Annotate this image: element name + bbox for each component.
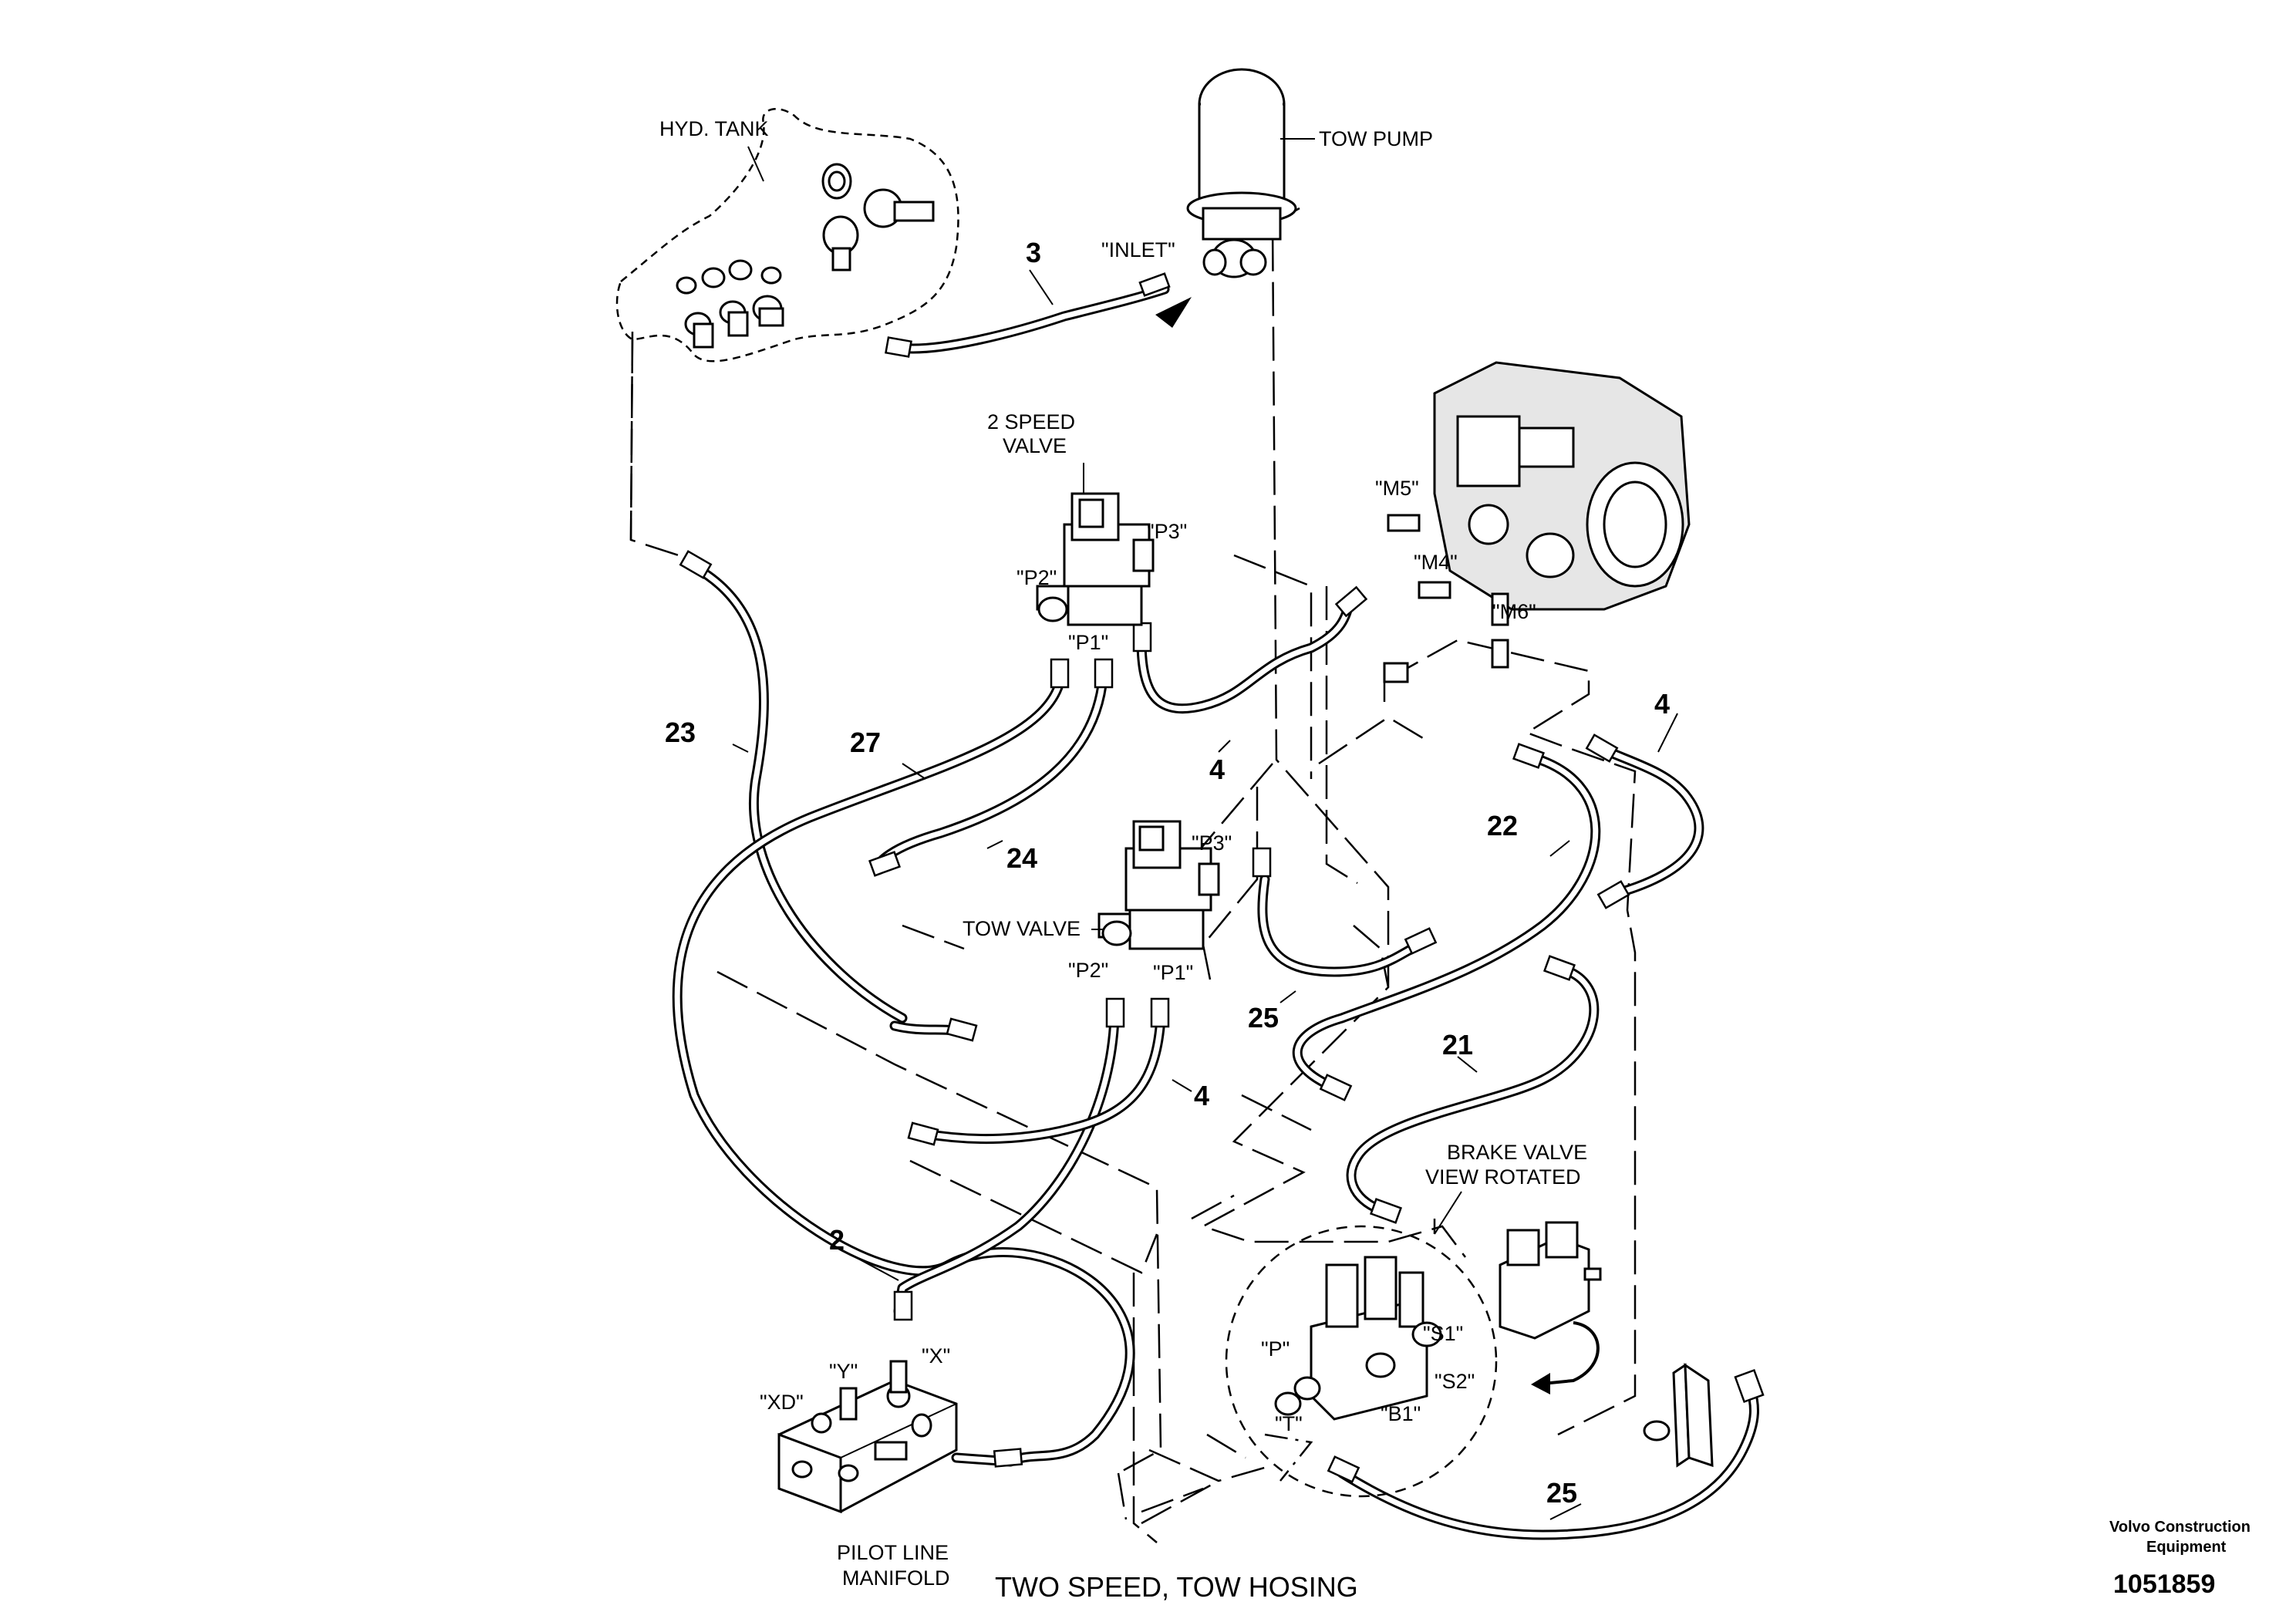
company-line-2: Equipment bbox=[2146, 1539, 2227, 1556]
hose-4-upper bbox=[1136, 596, 1355, 714]
callout-2: 2 bbox=[829, 1224, 845, 1256]
label-pilot-1: PILOT LINE bbox=[837, 1541, 949, 1564]
label-p1-tow: "P1" bbox=[1153, 961, 1193, 984]
label-hyd-tank: HYD. TANK bbox=[659, 117, 769, 140]
callout-25-mid: 25 bbox=[1248, 1002, 1279, 1034]
callout-4-mid: 4 bbox=[1194, 1080, 1209, 1111]
bracket bbox=[1643, 1363, 1714, 1468]
text-labels: HYD. TANK TOW PUMP "INLET" 2 SPEED VALVE… bbox=[659, 117, 2250, 1603]
brake-valve-rotated bbox=[1499, 1221, 1602, 1394]
callout-25-bottom: 25 bbox=[1546, 1477, 1577, 1509]
callout-24: 24 bbox=[1006, 842, 1037, 874]
label-m5: "M5" bbox=[1375, 477, 1419, 500]
drive-motor bbox=[1383, 361, 1691, 683]
callout-21: 21 bbox=[1442, 1029, 1473, 1061]
fittings bbox=[679, 272, 1765, 1483]
label-brake-valve-2: VIEW ROTATED bbox=[1425, 1165, 1581, 1189]
callout-27: 27 bbox=[850, 727, 881, 758]
label-p2-tow: "P2" bbox=[1068, 959, 1108, 982]
label-tow-valve: TOW VALVE bbox=[963, 917, 1081, 940]
label-pilot-2: MANIFOLD bbox=[842, 1566, 950, 1590]
label-p3-tow: "P3" bbox=[1192, 831, 1232, 855]
company-line-1: Volvo Construction bbox=[2109, 1519, 2250, 1536]
label-x: "X" bbox=[922, 1344, 950, 1367]
label-p-brake: "P" bbox=[1261, 1337, 1290, 1361]
label-inlet: "INLET" bbox=[1101, 238, 1175, 261]
callout-3: 3 bbox=[1026, 237, 1041, 268]
label-p1-top: "P1" bbox=[1068, 631, 1108, 654]
hoses bbox=[672, 284, 1759, 1540]
callout-4-upper: 4 bbox=[1209, 754, 1225, 785]
label-2speed-1: 2 SPEED bbox=[987, 410, 1075, 433]
label-t-brake: "T" bbox=[1275, 1412, 1303, 1435]
label-b1: "B1" bbox=[1381, 1402, 1421, 1425]
diagram-caption: TWO SPEED, TOW HOSING bbox=[995, 1571, 1358, 1603]
label-p3-top: "P3" bbox=[1147, 520, 1187, 543]
label-s1: "S1" bbox=[1423, 1322, 1463, 1345]
tow-pump bbox=[1155, 68, 1297, 328]
brake-valve bbox=[1225, 1225, 1498, 1498]
pilot-line-manifold bbox=[777, 1360, 958, 1514]
hose-27 bbox=[672, 673, 1135, 1467]
hyd-tank-outline bbox=[615, 108, 959, 363]
callout-numbers: 3 4 4 23 27 24 22 4 25 21 2 25 bbox=[665, 237, 1670, 1509]
label-brake-valve-1: BRAKE VALVE bbox=[1447, 1141, 1587, 1164]
callout-4-right: 4 bbox=[1654, 688, 1670, 720]
label-2speed-2: VALVE bbox=[1003, 434, 1067, 457]
callout-23: 23 bbox=[665, 717, 696, 748]
callout-22: 22 bbox=[1487, 810, 1518, 841]
label-tow-pump: TOW PUMP bbox=[1319, 127, 1433, 150]
label-xd: "XD" bbox=[760, 1391, 804, 1414]
label-p2-top: "P2" bbox=[1017, 566, 1057, 589]
leader-lines bbox=[732, 138, 1678, 1520]
label-m6: "M6" bbox=[1492, 600, 1536, 623]
label-y: "Y" bbox=[829, 1360, 858, 1383]
tow-valve bbox=[1097, 820, 1220, 950]
label-m4: "M4" bbox=[1414, 551, 1458, 574]
label-s2: "S2" bbox=[1435, 1370, 1475, 1393]
hyd-tank-ports bbox=[676, 163, 935, 349]
two-speed-valve bbox=[1036, 492, 1155, 626]
drawing-number: 1051859 bbox=[2113, 1570, 2215, 1599]
